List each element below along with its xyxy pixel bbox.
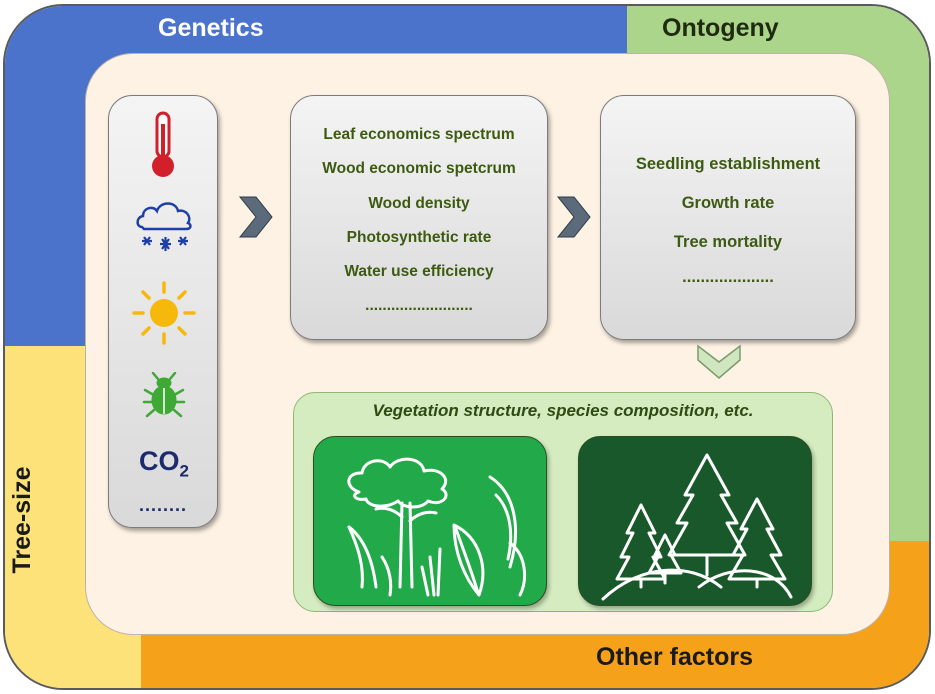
thermometer-icon (152, 111, 174, 177)
sun-icon (132, 281, 196, 345)
trait-item: ......................... (365, 297, 473, 314)
trait-item: Photosynthetic rate (346, 229, 492, 246)
demography-item: Growth rate (681, 194, 775, 212)
co2-subscript: 2 (179, 461, 189, 481)
demography-item: Seedling establishment (635, 155, 821, 173)
demography-item: .................... (682, 268, 774, 286)
trait-item: Water use efficiency (344, 263, 494, 280)
chevron-right-icon (238, 196, 273, 238)
vegetation-title: Vegetation structure, species compositio… (372, 401, 754, 420)
demography-box: Seedling establishment Growth rate Tree … (600, 95, 856, 340)
trait-item: Wood density (368, 195, 470, 212)
environment-more: ........ (138, 495, 187, 515)
snow-cloud-icon (136, 202, 192, 251)
demography-item: Tree mortality (673, 233, 783, 251)
co2-text: CO (139, 446, 180, 476)
other-factors-label: Other factors (596, 643, 753, 671)
conifer-forest-tile (578, 436, 812, 606)
trait-item: Leaf economics spectrum (323, 126, 515, 143)
tropical-forest-tile (313, 436, 547, 606)
ontogeny-label: Ontogeny (662, 14, 779, 42)
plant-traits-box: Leaf economics spectrum Wood economic sp… (290, 95, 548, 340)
chevron-right-icon (556, 196, 591, 238)
beetle-icon (142, 372, 186, 418)
tree-size-label: Tree-size (8, 466, 36, 574)
tropical-forest-icon (347, 457, 527, 597)
trait-item: Wood economic spetcrum (322, 160, 516, 177)
co2-label: CO2 (131, 446, 197, 481)
genetics-label: Genetics (158, 14, 264, 42)
chevron-down-icon (697, 344, 741, 379)
conifer-forest-icon (601, 453, 793, 601)
